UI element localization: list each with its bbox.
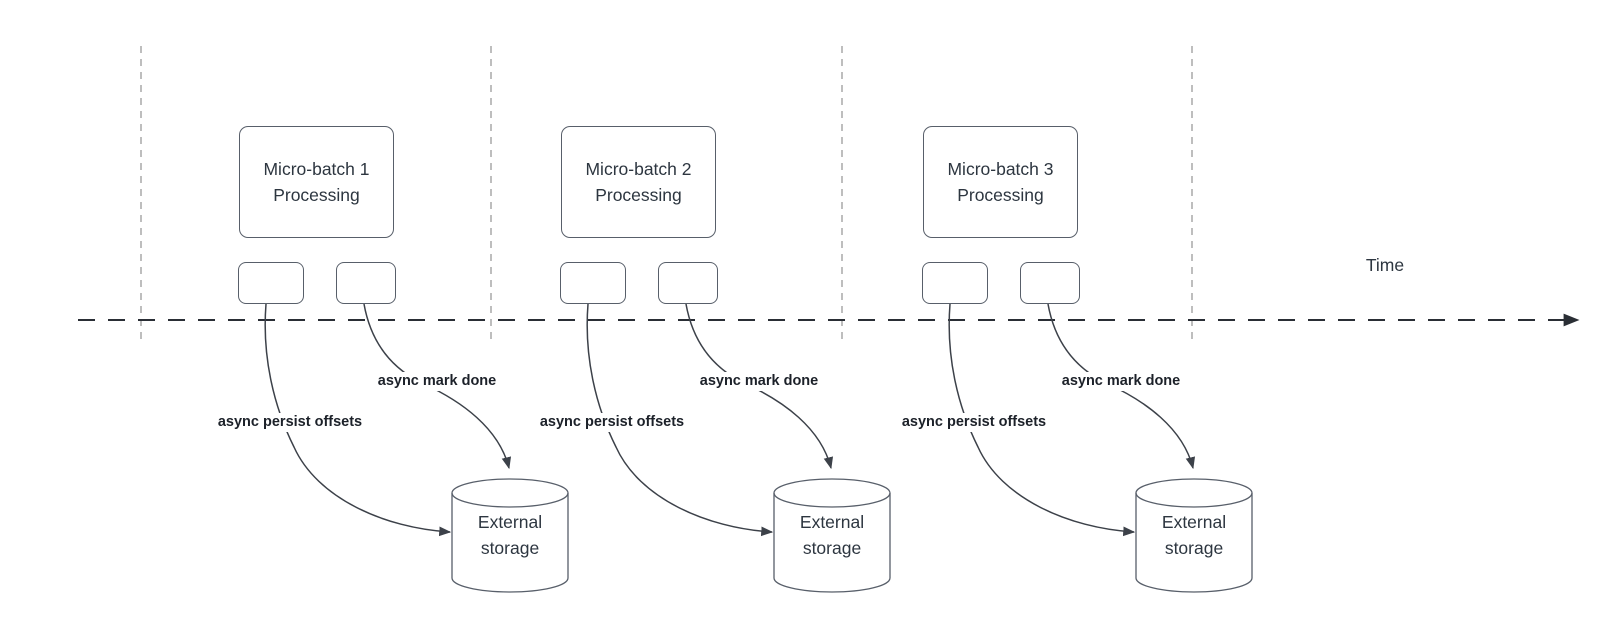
persist-task-box xyxy=(560,262,626,304)
external-storage-label: External storage xyxy=(1161,512,1227,558)
persist-offsets-arrow xyxy=(586,303,774,537)
external-storage-cylinder: External storage xyxy=(1135,477,1253,594)
mark-done-label: async mark done xyxy=(1045,372,1197,391)
micro-batch-section-1: Micro-batch 1 Processing async persist o… xyxy=(0,0,569,642)
persist-offsets-label: async persist offsets xyxy=(882,413,1066,432)
mark-done-task-box xyxy=(336,262,396,304)
mark-done-label: async mark done xyxy=(683,372,835,391)
external-storage-cylinder: External storage xyxy=(451,477,569,594)
micro-batch-box: Micro-batch 2 Processing xyxy=(561,126,716,238)
persist-task-box xyxy=(922,262,988,304)
micro-batch-section-3: Micro-batch 3 Processing async persist o… xyxy=(684,0,1253,642)
cylinder-shape xyxy=(773,478,891,593)
persist-offsets-label: async persist offsets xyxy=(198,413,382,432)
mark-done-task-box xyxy=(658,262,718,304)
persist-offsets-arrow xyxy=(948,303,1136,537)
mark-done-task-box xyxy=(1020,262,1080,304)
persist-offsets-arrow xyxy=(264,303,452,537)
persist-task-box xyxy=(238,262,304,304)
external-storage-cylinder: External storage xyxy=(773,477,891,594)
micro-batch-section-2: Micro-batch 2 Processing async persist o… xyxy=(322,0,891,642)
persist-offsets-label: async persist offsets xyxy=(520,413,704,432)
cylinder-shape xyxy=(451,478,569,593)
external-storage-label: External storage xyxy=(477,512,543,558)
micro-batch-box: Micro-batch 3 Processing xyxy=(923,126,1078,238)
cylinder-shape xyxy=(1135,478,1253,593)
mark-done-label: async mark done xyxy=(361,372,513,391)
time-label: Time xyxy=(1365,255,1405,275)
micro-batch-box: Micro-batch 1 Processing xyxy=(239,126,394,238)
external-storage-label: External storage xyxy=(799,512,865,558)
